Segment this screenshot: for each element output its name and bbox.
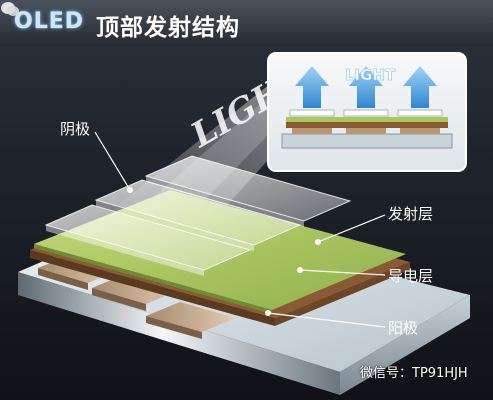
inset-cathode bbox=[397, 109, 443, 117]
inset-arrow bbox=[295, 66, 329, 108]
cathode-strip bbox=[144, 155, 352, 222]
leader-conductive bbox=[299, 269, 386, 276]
page-title: 顶部发射结构 bbox=[96, 15, 240, 41]
watermark: 微信号：TP91HJH bbox=[360, 366, 468, 381]
inset-cathode bbox=[289, 109, 335, 117]
title-bar: OLED 顶部发射结构 bbox=[0, 0, 493, 46]
label-cathode: 阴极 bbox=[60, 120, 91, 138]
inset-arrow bbox=[349, 66, 383, 108]
conductive-layer-edge bbox=[30, 250, 275, 326]
inset-anode bbox=[346, 128, 386, 134]
anode-pad bbox=[92, 288, 146, 311]
leader-lines bbox=[94, 131, 386, 328]
cathode-strip bbox=[44, 204, 252, 271]
wechat-icon bbox=[1, 2, 19, 16]
inset-arrow bbox=[403, 66, 437, 108]
leader-emissive bbox=[317, 214, 386, 243]
inset-emissive bbox=[286, 117, 448, 122]
leader-conductive-dot bbox=[297, 267, 303, 273]
inset-anode bbox=[400, 128, 440, 134]
inset-conductive bbox=[286, 122, 448, 128]
inset-substrate bbox=[281, 133, 453, 149]
leader-anode bbox=[267, 312, 386, 328]
inset-panel: LIGHT bbox=[267, 52, 467, 172]
leader-cathode-dot bbox=[127, 187, 133, 193]
cathode-strips bbox=[44, 155, 352, 276]
leader-anode-dot bbox=[265, 310, 271, 316]
title-oled: OLED bbox=[14, 9, 85, 34]
emissive-layer-edge bbox=[34, 244, 272, 314]
substrate-side bbox=[340, 295, 470, 395]
anode-pad bbox=[146, 316, 202, 339]
leader-cathode bbox=[94, 131, 131, 191]
inset-anode bbox=[292, 128, 332, 134]
label-emissive-layer: 发射层 bbox=[388, 205, 434, 223]
label-anode: 阳极 bbox=[388, 319, 419, 337]
conductive-layer-edge-side bbox=[275, 262, 410, 326]
anode-pad bbox=[38, 268, 88, 290]
title-band bbox=[0, 0, 493, 46]
anode-pad bbox=[92, 274, 180, 304]
label-conductive-layer: 导电层 bbox=[388, 267, 434, 285]
inset-cathode bbox=[343, 109, 389, 117]
inset-light-label: LIGHT bbox=[345, 66, 396, 84]
leader-emissive-dot bbox=[315, 239, 321, 245]
cathode-strip bbox=[46, 225, 204, 276]
anode-pad bbox=[146, 302, 236, 332]
substrate-front bbox=[18, 272, 340, 395]
cathode-strip bbox=[96, 200, 254, 251]
cathode-strip bbox=[94, 179, 302, 246]
cathode-strip bbox=[146, 176, 304, 227]
